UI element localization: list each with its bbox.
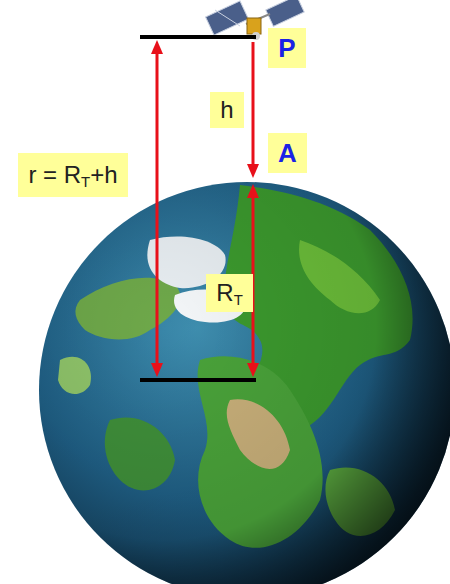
- label-box: A: [268, 133, 307, 173]
- label-text: RT: [216, 281, 242, 305]
- dimension-arrows: [151, 40, 259, 377]
- label-text: r = RT+h: [28, 163, 117, 187]
- label-box: P: [268, 28, 306, 68]
- ocean: [39, 182, 450, 584]
- reference-lines: [140, 37, 256, 380]
- label-text: A: [278, 140, 297, 166]
- globe: [39, 182, 450, 584]
- label-box: h: [210, 92, 244, 128]
- label-text: h: [220, 98, 233, 122]
- label-box: r = RT+h: [18, 153, 128, 197]
- label-box: RT: [206, 274, 253, 312]
- night-shade: [39, 182, 450, 584]
- label-text: P: [278, 35, 295, 61]
